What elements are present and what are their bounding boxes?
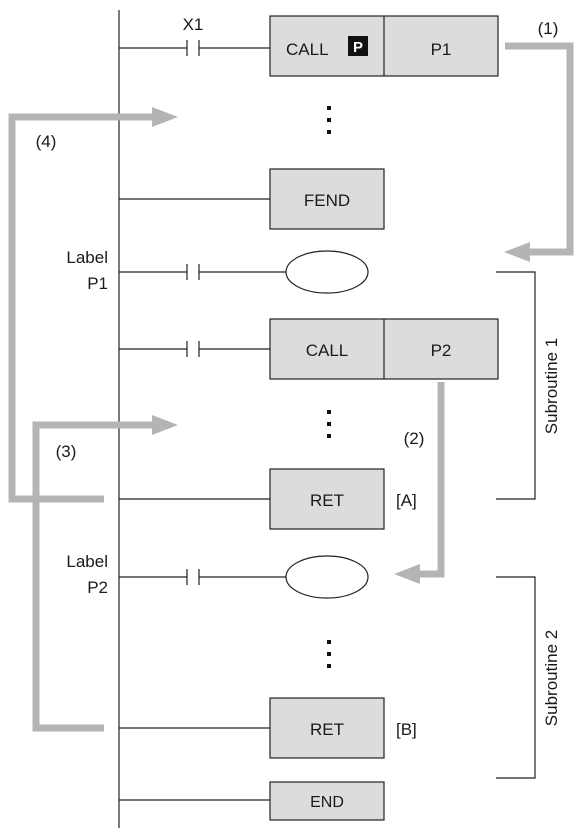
subroutine-1-label: Subroutine 1 bbox=[542, 338, 561, 434]
flow-step-4-label: (4) bbox=[36, 132, 57, 151]
continuation-dots bbox=[327, 106, 331, 134]
rung-call-p1: X1 CALL P P1 bbox=[119, 15, 499, 77]
flow-arrow-1: (1) bbox=[504, 19, 574, 262]
call-p1-label: CALL bbox=[286, 40, 329, 59]
output-coil bbox=[285, 250, 369, 294]
contact-x1-label: X1 bbox=[183, 15, 204, 34]
label-p1-pointer: P1 bbox=[87, 274, 108, 293]
label-p1-word: Label bbox=[66, 248, 108, 267]
label-p2-pointer: P2 bbox=[87, 578, 108, 597]
ret-tag-a: [A] bbox=[396, 491, 417, 510]
subroutine-2-label: Subroutine 2 bbox=[542, 630, 561, 726]
end-label: END bbox=[310, 794, 344, 811]
rung-ret-a: RET [A] bbox=[119, 468, 417, 530]
call-p2-label: CALL bbox=[306, 341, 349, 360]
rung-label-p1: Label P1 bbox=[66, 248, 369, 294]
rung-label-p2: Label P2 bbox=[66, 552, 369, 599]
rung-call-p2: CALL P2 bbox=[119, 318, 499, 380]
flow-arrow-2: (2) bbox=[394, 382, 445, 584]
flow-arrow-3: (3) bbox=[32, 415, 178, 732]
pulse-badge-letter: P bbox=[353, 39, 363, 56]
pulse-badge bbox=[348, 36, 368, 56]
rung-ret-b: RET [B] bbox=[119, 697, 417, 759]
fend-label: FEND bbox=[304, 191, 350, 210]
flow-step-1-label: (1) bbox=[538, 19, 559, 38]
ret-b-instruction-box bbox=[269, 697, 385, 759]
subroutine-1-bracket: Subroutine 1 bbox=[496, 271, 561, 500]
continuation-dots bbox=[327, 410, 331, 438]
output-coil bbox=[285, 555, 369, 599]
contact-x1 bbox=[186, 40, 200, 56]
subroutine-2-bracket: Subroutine 2 bbox=[496, 576, 561, 779]
ret-a-instruction-box bbox=[269, 468, 385, 530]
flow-step-2-label: (2) bbox=[404, 429, 425, 448]
call-p1-pointer: P1 bbox=[431, 40, 452, 59]
ret-b-label: RET bbox=[310, 720, 344, 739]
fend-instruction-box bbox=[269, 168, 385, 230]
label-p2-word: Label bbox=[66, 552, 108, 571]
rung-fend: FEND bbox=[119, 168, 385, 230]
ret-tag-b: [B] bbox=[396, 720, 417, 739]
call-p2-pointer: P2 bbox=[431, 341, 452, 360]
end-instruction-box bbox=[269, 781, 385, 821]
flow-arrow-4: (4) bbox=[8, 107, 178, 503]
continuation-dots bbox=[327, 640, 331, 668]
flow-step-3-label: (3) bbox=[56, 442, 77, 461]
rung-end: END bbox=[119, 781, 385, 821]
ret-a-label: RET bbox=[310, 491, 344, 510]
